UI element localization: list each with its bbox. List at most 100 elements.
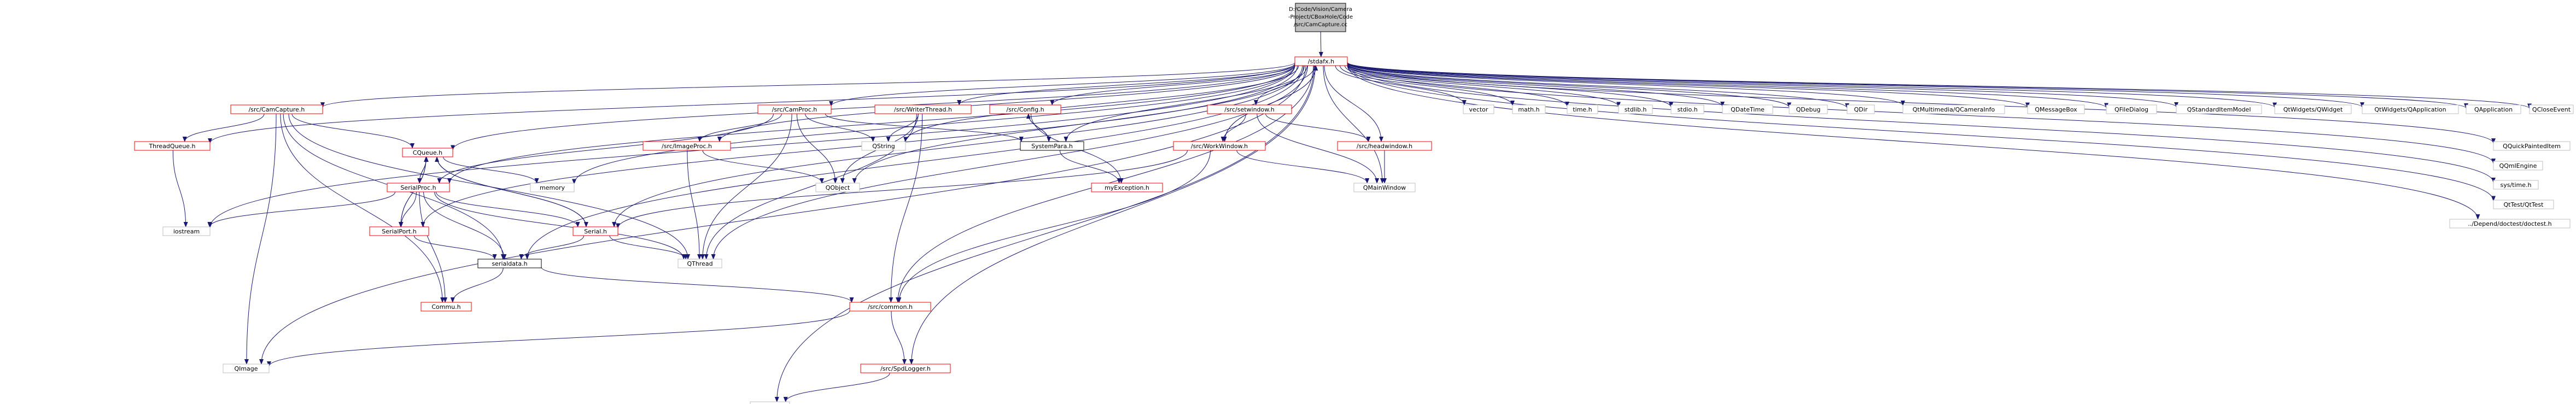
node-doctest-box [2449,219,2571,229]
node-camproc-label: /src/CamProc.h [772,106,817,113]
node-setwindow-box [1207,104,1292,114]
node-qdebug-label: QDebug [1796,106,1821,113]
node-qmessagebox-label: QMessageBox [2035,106,2077,113]
node-writerthread[interactable]: /src/WriterThread.h [874,104,972,114]
node-camcapture-box [230,104,323,114]
node-commu-box [420,302,472,312]
node-qfiledialog: QFileDialog [2106,104,2157,114]
edge-serialproc-to-serial [435,191,580,227]
node-imageproc[interactable]: /src/ImageProc.h [642,141,731,151]
node-time-box [1567,104,1598,114]
edge-camcapture-to-threadqueue [182,113,265,142]
node-qcloseevent: QCloseEvent [2529,104,2574,114]
root-node-label-line: D:/Code/Vision/Camera [1289,7,1352,13]
edge-camcapture-to-cqueue [291,113,414,149]
node-qobject-box [815,183,860,192]
node-qtwidget-box [2274,104,2352,114]
edges-layer [172,31,2532,402]
edge-stdafx-to-camcapture [320,62,1295,108]
node-serialdata-label: serialdata.h [492,260,527,267]
edge-common-to-qimage [267,310,850,367]
node-config-box [989,104,1061,114]
edge-stdafx-to-qttest [1347,64,2496,202]
edge-writerthread-to-common [889,113,923,303]
node-stdio-label: stdio.h [1677,106,1697,113]
node-qimage: QImage [223,364,270,373]
node-serialdata: serialdata.h [477,259,542,268]
edge-camproc-to-systempara [825,113,1024,142]
node-commu[interactable]: Commu.h [420,302,472,312]
node-commu-label: Commu.h [431,303,460,311]
node-ctime: ctime [750,401,790,404]
node-serialport-label: SerialPort.h [382,228,416,235]
edge-stdafx-to-qthread [711,65,1308,260]
node-headwindow[interactable]: /src/headwindow.h [1337,141,1432,151]
node-config[interactable]: /src/Config.h [989,104,1061,114]
node-stdafx-box [1294,56,1348,66]
node-qdatetime: QDateTime [1722,104,1773,114]
edge-stdafx-to-qapp [1347,62,2468,109]
edge-stdafx-to-serialport [420,65,1298,227]
edge-stdafx-to-serialdata [525,65,1304,260]
edge-stdafx-to-systime [1347,63,2496,183]
node-qcloseevent-box [2529,104,2574,114]
edge-stdafx-to-spdlogger [909,65,1316,365]
node-systime-box [2493,180,2539,190]
node-systempara-label: SystemPara.h [1031,143,1073,150]
node-serialproc[interactable]: SerialProc.h [387,183,450,192]
node-qqmlengine-label: QQmlEngine [2499,162,2537,169]
node-qthread: QThread [677,259,722,268]
node-math-label: math.h [1518,106,1539,113]
edge-writerthread-to-qstring [886,113,919,142]
edge-systempara-to-config [1026,113,1049,142]
node-qqmlengine: QQmlEngine [2493,161,2543,171]
node-vector: vector [1463,104,1494,114]
node-camproc[interactable]: /src/CamProc.h [757,104,832,114]
edge-stdafx-to-qmainwindow [1323,65,1385,184]
node-ctime-label: ctime [762,403,779,404]
edge-stdafx-to-qdir [1347,63,1849,109]
edge-stdafx-to-iostream [208,65,1295,229]
node-qdebug: QDebug [1789,104,1828,114]
edge-setwindow-to-headwindow [1265,113,1371,142]
edge-systempara-to-myexception [1059,150,1121,184]
edge-stdafx-to-qdebug [1347,63,1791,108]
node-workwindow[interactable]: /src/WorkWindow.h [1173,141,1266,151]
node-systempara-box [1020,141,1084,151]
node-headwindow-box [1337,141,1432,151]
edge-camproc-to-imageproc [697,113,782,142]
edge-stdafx-to-ctime [774,65,1315,402]
node-camcapture[interactable]: /src/CamCapture.h [230,104,323,114]
node-qcamerainfo-box [1902,104,2005,114]
node-setwindow[interactable]: /src/setwindow.h [1207,104,1292,114]
node-memory: memory [530,183,575,192]
node-workwindow-box [1173,141,1266,151]
root-node-label-line: -Project/CBoxHole/Code [1288,14,1353,20]
edge-serialproc-to-cqueue [419,156,429,184]
node-common[interactable]: /src/common.h [849,302,931,312]
node-config-label: /src/Config.h [1006,106,1044,113]
node-threadqueue-box [134,141,211,151]
node-qtwidget: QtWidgets/QWidget [2274,104,2352,114]
edge-serial-to-qthread [609,235,688,260]
node-camproc-box [757,104,832,114]
node-qstditem: QStandardItemModel [2176,104,2262,114]
node-serial[interactable]: Serial.h [573,226,618,236]
node-stdafx[interactable]: /stdafx.h [1294,56,1348,66]
node-qstring: QString [861,141,906,151]
node-serialport[interactable]: SerialPort.h [369,226,429,236]
node-qcamerainfo: QtMultimedia/QCameraInfo [1902,104,2005,114]
edge-camcapture-to-qimage [244,113,277,365]
node-cqueue-label: CQueue.h [413,149,442,156]
node-myexception-box [1091,183,1163,192]
node-myexception[interactable]: myException.h [1091,183,1163,192]
root-node-label-line: /src/CamCapture.cc [1294,22,1347,28]
node-threadqueue[interactable]: ThreadQueue.h [134,141,211,151]
edge-spdlogger-to-ctime [783,372,890,402]
node-cqueue[interactable]: CQueue.h [402,148,453,157]
node-serial-label: Serial.h [584,228,607,235]
node-writerthread-label: /src/WriterThread.h [894,106,952,113]
node-systime: sys/time.h [2493,180,2539,190]
node-spdlogger[interactable]: /src/SpdLogger.h [860,364,951,373]
node-stdio: stdio.h [1670,104,1704,114]
